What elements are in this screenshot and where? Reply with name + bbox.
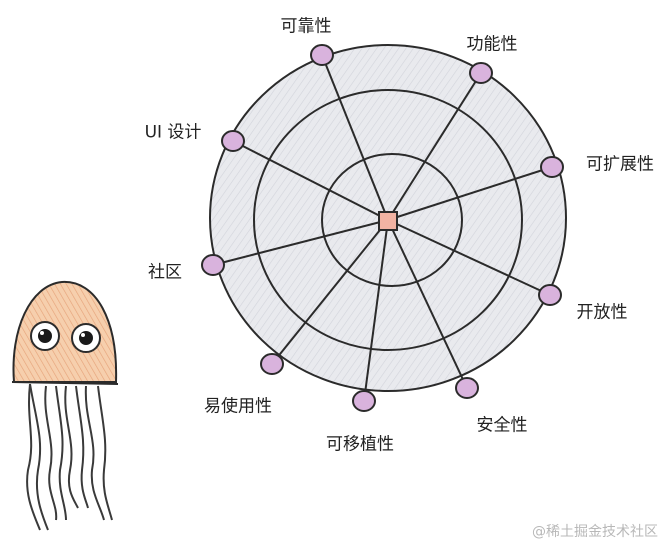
spoke-line (321, 54, 389, 221)
spoke-node (201, 254, 225, 276)
spoke-node (310, 44, 334, 66)
label-openness: 开放性 (576, 302, 628, 323)
spoke-line (271, 219, 389, 365)
spoke-node (352, 390, 376, 412)
spoke-node (540, 156, 564, 178)
label-functionality: 功能性 (466, 34, 518, 55)
watermark: @稀土掘金技术社区 (532, 524, 658, 540)
spoke-node (469, 62, 493, 84)
jellyfish-icon (11, 280, 119, 531)
spoke-node (221, 130, 245, 152)
spoke-line (387, 219, 551, 296)
label-community: 社区 (148, 262, 182, 283)
label-ui-design: UI 设计 (144, 122, 202, 143)
label-portability: 可移植性 (326, 434, 394, 455)
label-usability: 易使用性 (204, 396, 272, 417)
spoke-line (232, 140, 389, 221)
label-scalability: 可扩展性 (586, 154, 654, 175)
spoke-line (363, 219, 389, 402)
spoke-line (387, 166, 553, 221)
label-security: 安全性 (476, 415, 528, 436)
spoke-line (212, 219, 389, 266)
spoke-node (260, 353, 284, 375)
spoke-node (538, 284, 562, 306)
spoke-line (387, 219, 468, 389)
spoke-node (455, 377, 479, 399)
spoke-line (387, 72, 482, 221)
nodes (201, 44, 564, 412)
center-square (378, 211, 398, 231)
label-reliability: 可靠性 (280, 16, 332, 37)
spokes (212, 54, 553, 402)
